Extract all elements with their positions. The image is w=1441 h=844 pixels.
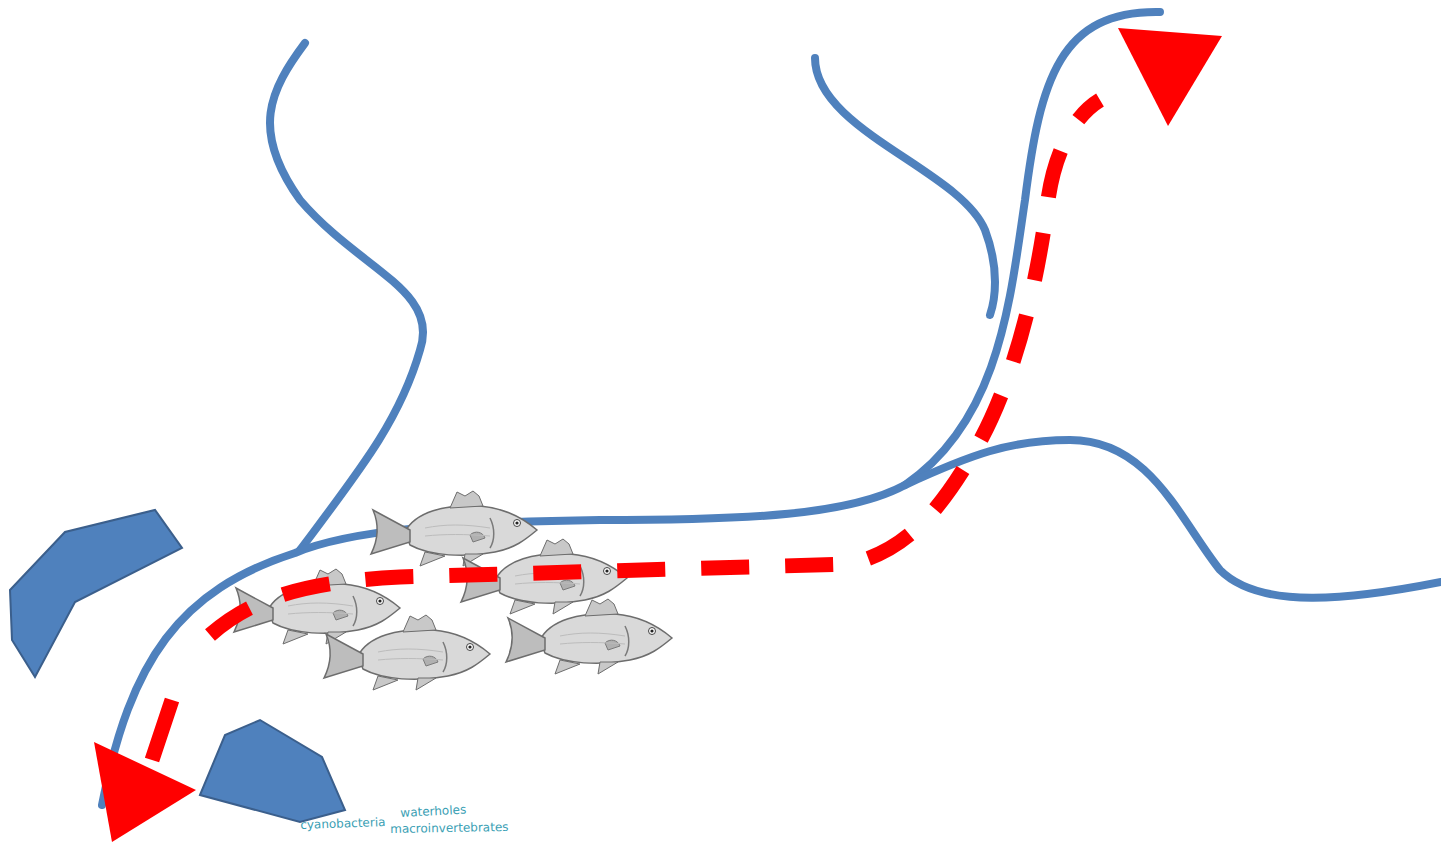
movement-arrows bbox=[94, 28, 1222, 842]
river-lines bbox=[102, 12, 1441, 805]
watermark-word: waterholes bbox=[400, 803, 467, 820]
watermark-word: macroinvertebrates bbox=[390, 820, 509, 836]
rock-shapes bbox=[10, 510, 345, 822]
watermark-word: cyanobacteria bbox=[300, 815, 386, 832]
